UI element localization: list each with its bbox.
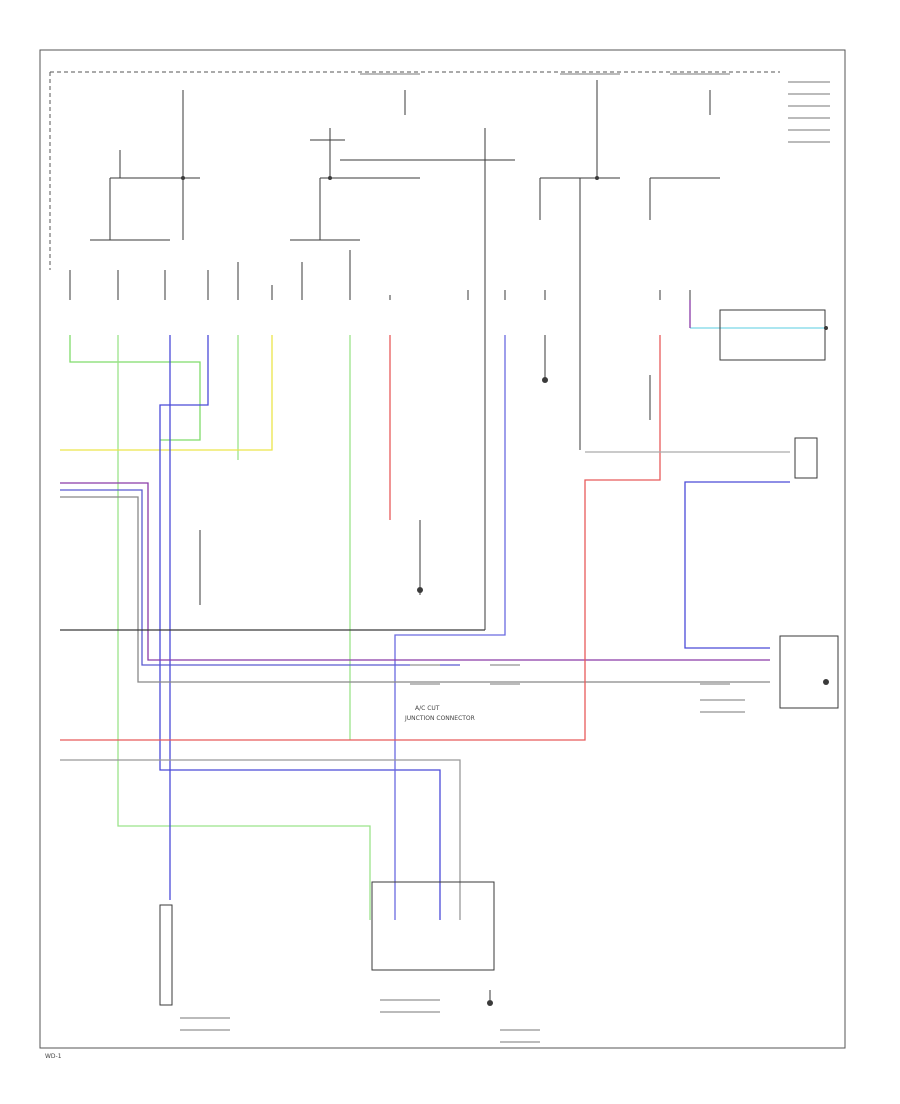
wire-purple-2: [60, 489, 460, 666]
components: [159, 309, 839, 1006]
bottom-left-sensor: [159, 904, 173, 1006]
mid-connector-label: A/C CUT: [415, 705, 440, 712]
lower-right-module: [779, 635, 839, 709]
pin-stubs: [69, 250, 691, 300]
right-switch-box: [794, 437, 818, 479]
splice-dots: [181, 176, 829, 1006]
wire-gray-1: [60, 496, 770, 683]
wire-yellow: [60, 335, 273, 451]
wire-green-1: [69, 335, 201, 441]
wire-purple-1: [60, 482, 770, 661]
wire-green-2: [117, 335, 371, 920]
compressor-relay-box: [719, 309, 826, 361]
wire-blue-1: [159, 335, 441, 920]
wire-gray-2: [60, 759, 461, 920]
bottom-center-switch: [371, 881, 495, 971]
mid-connector-sublabel: JUNCTION CONNECTOR: [404, 715, 475, 722]
relay-group-left: [90, 80, 720, 630]
wire-red-1: [60, 335, 661, 741]
diagram-frame: [39, 49, 846, 1049]
footer-label: WD-1: [45, 1053, 62, 1060]
wire-blue-4: [684, 481, 790, 649]
wire-blue-3: [394, 335, 506, 920]
wires: [60, 300, 825, 920]
illegible-labels: [180, 73, 830, 1043]
